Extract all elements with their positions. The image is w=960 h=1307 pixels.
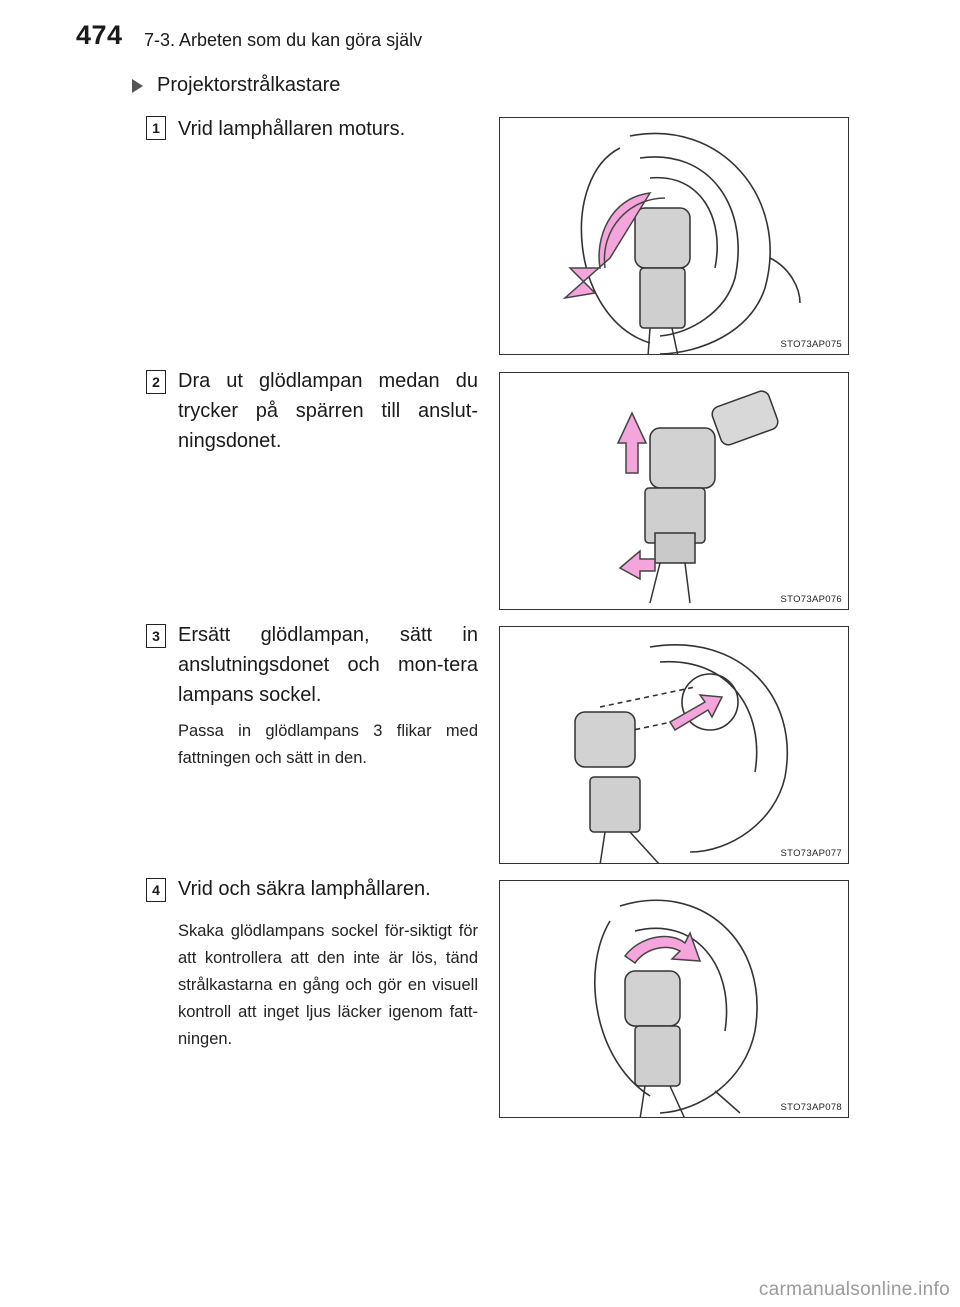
step-text-2: Dra ut glödlampan medan du trycker på sp… [178, 370, 478, 452]
figure-code-2: STO73AP076 [780, 594, 842, 605]
figure-4-illustration [594, 899, 758, 1117]
step-note-3: Passa in glödlampans 3 flikar med fattni… [178, 722, 478, 767]
figure-code-1: STO73AP075 [780, 339, 842, 350]
step-text-3: Ersätt glödlampan, sätt in anslutningsdo… [178, 624, 478, 706]
figure-code-4: STO73AP078 [780, 1102, 842, 1113]
figure-3-illustration [574, 644, 789, 863]
figure-2-illustration [616, 390, 779, 604]
step-number-3: 3 [146, 624, 166, 648]
section-heading: Projektorstrålkastare [132, 74, 340, 97]
watermark: carmanualsonline.info [758, 1279, 950, 1300]
figure-1-illustration [562, 132, 801, 354]
triangle-right-icon [132, 78, 143, 93]
step-note-4: Skaka glödlampans sockel för-siktigt för… [178, 922, 478, 1048]
figure-code-3: STO73AP077 [780, 848, 842, 859]
section-heading-text: Projektorstrålkastare [157, 74, 341, 96]
step-text-1: Vrid lamphållaren moturs. [178, 118, 406, 140]
step-text-4: Vrid och säkra lamphållaren. [178, 878, 431, 900]
figure-3: STO73AP077 [499, 626, 849, 864]
figure-1: STO73AP075 [499, 117, 849, 355]
step-number-4: 4 [146, 878, 166, 902]
section-title: 7-3. Arbeten som du kan göra själv [144, 30, 423, 50]
page-number: 474 [76, 20, 123, 50]
step-number-2: 2 [146, 370, 166, 394]
figure-2: STO73AP076 [499, 372, 849, 610]
figure-4: STO73AP078 [499, 880, 849, 1118]
step-number-1: 1 [146, 116, 166, 140]
